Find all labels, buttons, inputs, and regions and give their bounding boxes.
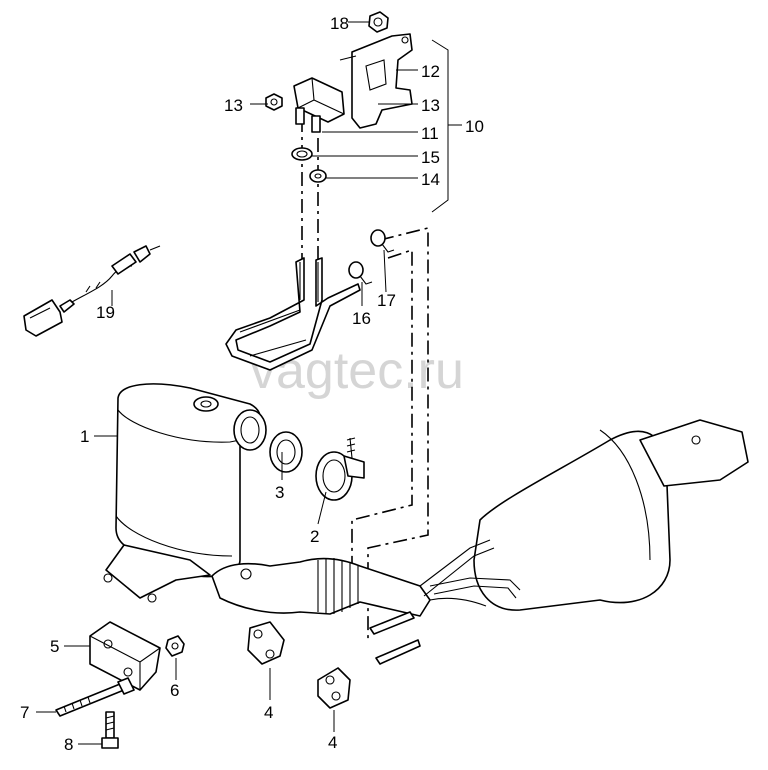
callout-6: 6	[170, 681, 179, 700]
callout-19: 19	[96, 303, 115, 322]
nut-13-left	[265, 93, 283, 111]
sensor-bracket-12	[339, 33, 413, 129]
pressure-hose-assembly	[225, 257, 361, 371]
particulate-filter-1	[103, 383, 267, 603]
hose-clip-14	[309, 169, 327, 183]
callout-13-right: 13	[421, 96, 440, 115]
rubber-mount-4-right	[317, 667, 351, 709]
callout-11: 11	[421, 124, 439, 143]
rubber-mount-4-left	[247, 621, 285, 665]
group-10-bracket	[431, 39, 462, 213]
bolt-7	[55, 677, 135, 717]
pressure-sensor-11	[293, 77, 345, 133]
callout-2: 2	[310, 527, 319, 546]
callout-1: 1	[80, 427, 89, 446]
callout-13-left: 13	[224, 96, 243, 115]
callout-8: 8	[64, 735, 73, 754]
callout-labels: 18 12 13 13 11 10 15 14 16 17 19 1 3 2 5…	[20, 14, 484, 754]
callout-4-left: 4	[264, 703, 273, 722]
pressure-pipes	[369, 539, 521, 665]
hose-routing-dashed-lines	[301, 118, 429, 640]
callout-15: 15	[421, 148, 440, 167]
hose-clip-17	[370, 229, 395, 253]
nut-18	[368, 11, 389, 33]
exhaust-pipe-flex-section	[211, 557, 431, 617]
callout-7: 7	[20, 703, 29, 722]
mounting-bracket-5	[89, 621, 161, 691]
callout-leader-lines	[36, 21, 418, 745]
callout-3: 3	[275, 483, 284, 502]
callout-18: 18	[330, 14, 349, 33]
clamp-2	[315, 437, 365, 501]
callout-14: 14	[421, 170, 440, 189]
hose-clip-15	[291, 147, 313, 161]
silencer	[429, 419, 749, 611]
temperature-sensor-19	[23, 245, 161, 337]
gasket-3	[269, 431, 303, 473]
bolt-8	[101, 711, 119, 749]
callout-4-right: 4	[328, 733, 337, 752]
callout-5: 5	[50, 637, 59, 656]
callout-12: 12	[421, 62, 440, 81]
callout-17: 17	[377, 291, 396, 310]
watermark: vagtec.ru	[250, 342, 464, 400]
callout-16: 16	[352, 309, 371, 328]
nut-6	[165, 635, 185, 657]
hose-clip-16	[348, 261, 373, 285]
callout-10: 10	[465, 117, 484, 136]
